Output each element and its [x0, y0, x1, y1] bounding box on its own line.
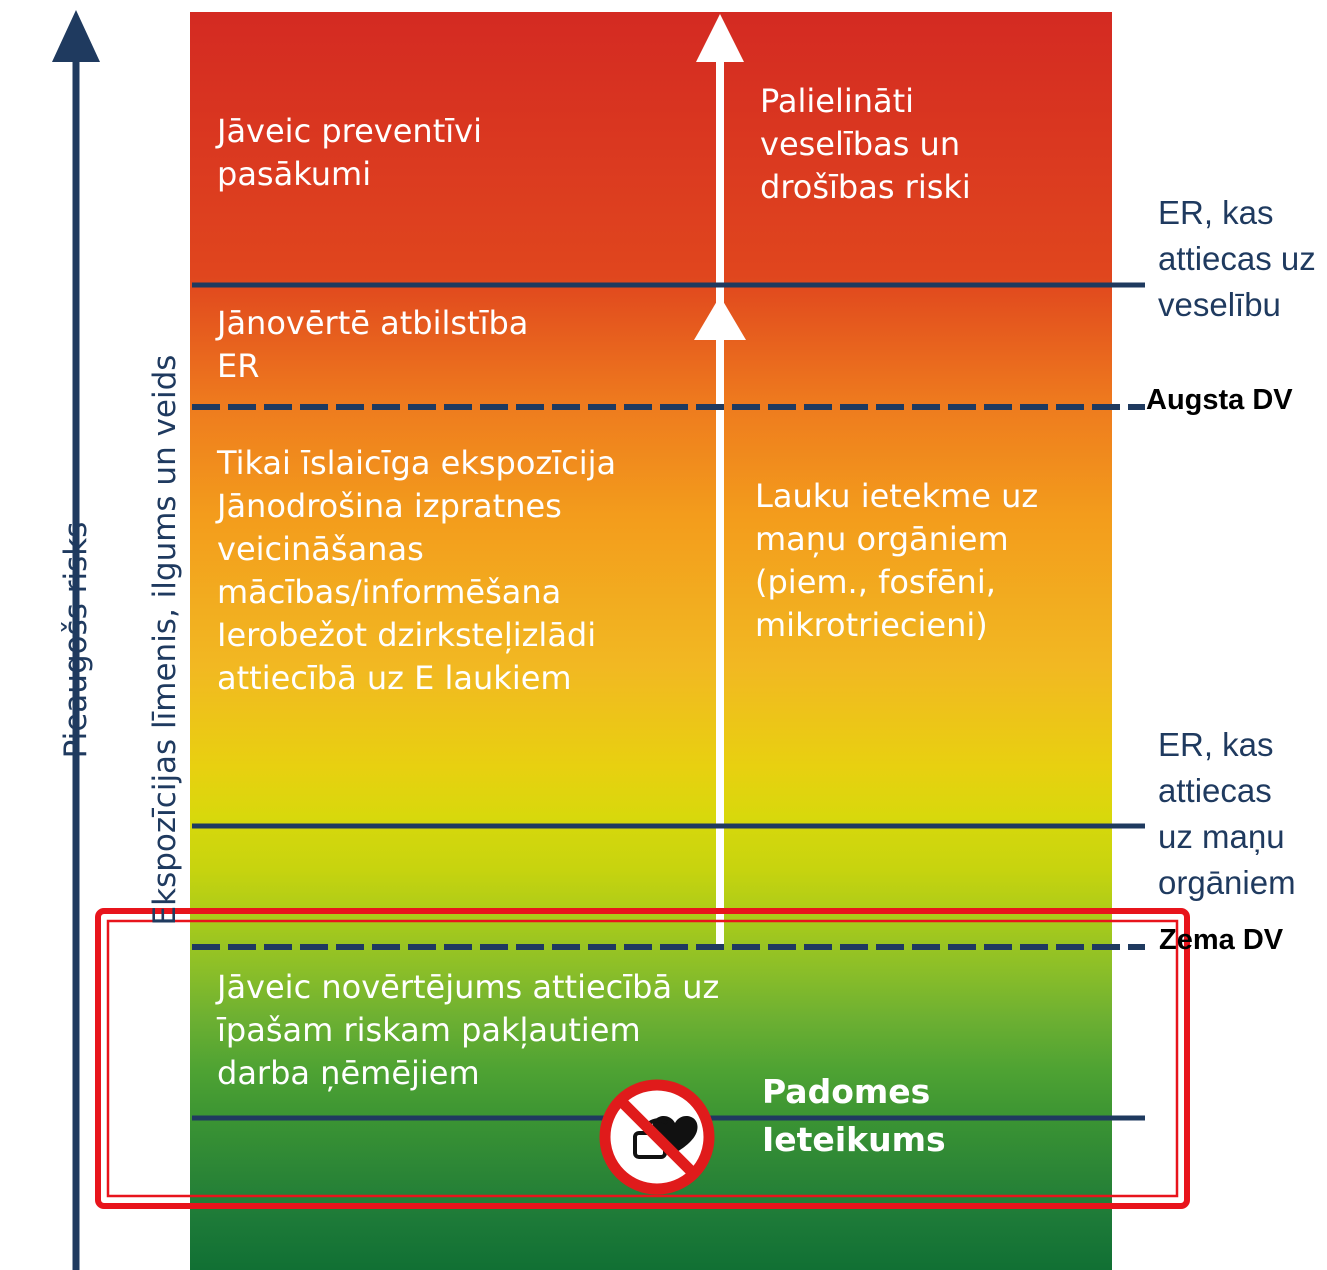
highlight-box-outer	[95, 908, 1190, 1209]
highlight-box-inner	[106, 919, 1179, 1198]
risk-axis-label: Pieaugošs risks	[58, 521, 94, 759]
center-arrowhead-middle	[694, 296, 746, 340]
exposure-axis-label: Ekspozīcijas līmenis, ilgums un veids	[147, 354, 183, 926]
exposure-gradient-box	[190, 12, 1112, 1270]
low-av-label: Zema DV	[1159, 924, 1284, 956]
center-arrowhead-top	[696, 14, 744, 62]
no-pacemaker-icon	[599, 1079, 715, 1195]
risk-axis-arrowhead	[52, 10, 100, 62]
high-av-label: Augsta DV	[1146, 384, 1293, 416]
